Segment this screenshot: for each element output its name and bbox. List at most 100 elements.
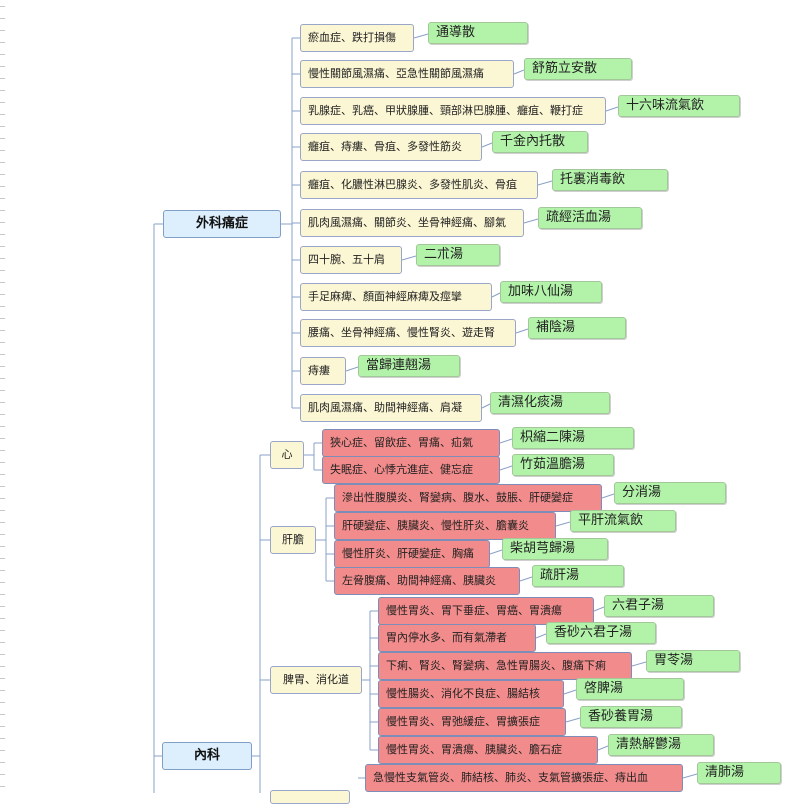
liver-condition-4[interactable]: 左脅腹痛、助間神經痛、胰臟炎 [334, 567, 520, 595]
surgery-remedy-6[interactable]: 疏經活血湯 [538, 207, 642, 229]
spleen-condition-2[interactable]: 胃內停水多、而有氣滯者 [378, 624, 536, 652]
heart-remedy-2[interactable]: 竹茹溫膽湯 [512, 454, 614, 476]
liver-remedy-1[interactable]: 分消湯 [614, 482, 726, 504]
liver-remedy-3[interactable]: 柴胡芎歸湯 [502, 538, 608, 560]
margin-tick [0, 234, 5, 235]
surgery-condition-1[interactable]: 瘀血症、跌打損傷 [300, 24, 414, 52]
margin-tick [0, 522, 5, 523]
surgery-condition-2[interactable]: 慢性關節風濕痛、亞急性關節風濕痛 [300, 60, 514, 88]
margin-tick [0, 306, 5, 307]
spleen-condition-3[interactable]: 下痢、腎炎、腎變病、急性胃腸炎、腹痛下痢 [378, 652, 632, 680]
liver-condition-2[interactable]: 肝硬變症、胰臟炎、慢性肝炎、膽囊炎 [334, 512, 556, 540]
connector-line [345, 366, 359, 372]
margin-tick [0, 666, 5, 667]
spleen-condition-6[interactable]: 慢性胃炎、胃潰瘍、胰臟炎、膽石症 [378, 736, 598, 764]
margin-tick [0, 786, 5, 787]
margin-tick [0, 510, 5, 511]
margin-tick [0, 534, 5, 535]
margin-tick [0, 414, 5, 415]
margin-tick [0, 222, 5, 223]
surgery-remedy-7[interactable]: 二朮湯 [416, 244, 500, 266]
spleen-remedy-1[interactable]: 六君子湯 [604, 595, 714, 617]
subgroup-heart[interactable]: 心 [270, 441, 304, 469]
margin-tick [0, 54, 5, 55]
surgery-condition-7[interactable]: 四十腕、五十肩 [300, 246, 402, 274]
surgery-remedy-3[interactable]: 十六味流氣飲 [618, 95, 740, 117]
surgery-remedy-9[interactable]: 補陰湯 [528, 317, 626, 339]
margin-tick [0, 738, 5, 739]
surgery-condition-5[interactable]: 癰疽、化膿性淋巴腺炎、多發性肌炎、骨疽 [300, 171, 538, 199]
margin-tick [0, 486, 5, 487]
category-internal[interactable]: 內科 [162, 742, 252, 770]
liver-condition-3[interactable]: 慢性肝炎、肝硬變症、胸痛 [334, 540, 490, 568]
surgery-condition-9[interactable]: 腰痛、坐骨神經痛、慢性腎炎、遊走腎 [300, 319, 516, 347]
connector-line [515, 328, 529, 334]
spleen-remedy-3[interactable]: 胃苓湯 [646, 650, 740, 672]
margin-tick [0, 18, 5, 19]
connector-line [523, 218, 539, 224]
connector-line [481, 403, 491, 409]
margin-tick [0, 270, 5, 271]
margin-tick [0, 762, 5, 763]
subgroup-liver[interactable]: 肝膽 [270, 526, 316, 554]
connector-line [682, 773, 698, 779]
margin-tick [0, 630, 5, 631]
heart-remedy-1[interactable]: 枳縮二陳湯 [512, 427, 634, 449]
margin-tick [0, 102, 5, 103]
surgery-remedy-4[interactable]: 千金內托散 [492, 131, 588, 153]
spleen-remedy-2[interactable]: 香砂六君子湯 [546, 622, 656, 644]
margin-tick [0, 282, 5, 283]
margin-tick [0, 390, 5, 391]
surgery-remedy-1[interactable]: 通導散 [428, 22, 528, 44]
margin-tick [0, 42, 5, 43]
surgery-condition-11[interactable]: 肌肉風濕痛、助間神經痛、肩凝 [300, 394, 482, 422]
margin-tick [0, 498, 5, 499]
spleen-condition-5[interactable]: 慢性胃炎、胃弛緩症、胃擴張症 [378, 708, 566, 736]
spleen-condition-1[interactable]: 慢性胃炎、胃下垂症、胃癌、胃潰瘍 [378, 597, 594, 625]
heart-condition-2[interactable]: 失眠症、心悸亢進症、健忘症 [322, 456, 500, 484]
margin-tick [0, 474, 5, 475]
surgery-remedy-2[interactable]: 舒筋立安散 [524, 58, 632, 80]
surgery-condition-10[interactable]: 痔瘻 [300, 357, 346, 385]
subgroup-spleen[interactable]: 脾胃、消化道 [270, 666, 362, 694]
spleen-condition-4[interactable]: 慢性腸炎、消化不良症、腸結核 [378, 680, 564, 708]
lung-condition-1[interactable]: 急慢性支氣管炎、肺結核、肺炎、支氣管擴張症、痔出血 [365, 764, 683, 792]
margin-tick [0, 330, 5, 331]
liver-remedy-2[interactable]: 平肝流氣飲 [570, 510, 676, 532]
margin-tick [0, 90, 5, 91]
surgery-condition-8[interactable]: 手足麻痺、顏面神經麻痺及痙攣 [300, 283, 492, 311]
margin-tick [0, 774, 5, 775]
surgery-condition-4[interactable]: 癰疽、痔瘻、骨疽、多發性筋炎 [300, 133, 482, 161]
connector-line [593, 606, 605, 612]
liver-condition-1[interactable]: 滲出性腹膜炎、腎變病、腹水、鼓脹、肝硬變症 [334, 484, 602, 512]
margin-tick [0, 594, 5, 595]
margin-tick [0, 654, 5, 655]
surgery-condition-3[interactable]: 乳腺症、乳癌、甲狀腺腫、頸部淋巴腺腫、癰疽、鞭打症 [300, 97, 606, 125]
spleen-remedy-4[interactable]: 啓脾湯 [576, 678, 684, 700]
category-surgery[interactable]: 外科痛症 [163, 210, 281, 238]
surgery-remedy-11[interactable]: 清濕化痰湯 [490, 392, 610, 414]
margin-tick [0, 714, 5, 715]
surgery-remedy-10[interactable]: 當歸連翹湯 [358, 355, 460, 377]
margin-tick [0, 174, 5, 175]
margin-tick [0, 402, 5, 403]
surgery-condition-6[interactable]: 肌肉風濕痛、關節炎、坐骨神經痛、腳氣 [300, 209, 524, 237]
surgery-remedy-5[interactable]: 托裏消毒飲 [552, 169, 668, 191]
surgery-remedy-8[interactable]: 加味八仙湯 [500, 281, 602, 303]
connector-line [535, 633, 547, 639]
margin-tick [0, 618, 5, 619]
margin-tick [0, 318, 5, 319]
margin-tick [0, 246, 5, 247]
lung-remedy-1[interactable]: 清肺湯 [697, 762, 781, 784]
margin-tick [0, 30, 5, 31]
connector-line [605, 106, 619, 112]
liver-remedy-4[interactable]: 疏肝湯 [532, 565, 624, 587]
margin-tick [0, 726, 5, 727]
margin-tick [0, 462, 5, 463]
connector-line [519, 576, 533, 582]
spleen-remedy-6[interactable]: 清熱解鬱湯 [608, 734, 714, 756]
heart-condition-1[interactable]: 狹心症、留飲症、胃痛、疝氣 [322, 429, 500, 457]
margin-tick [0, 78, 5, 79]
spleen-remedy-5[interactable]: 香砂養胃湯 [580, 706, 682, 728]
